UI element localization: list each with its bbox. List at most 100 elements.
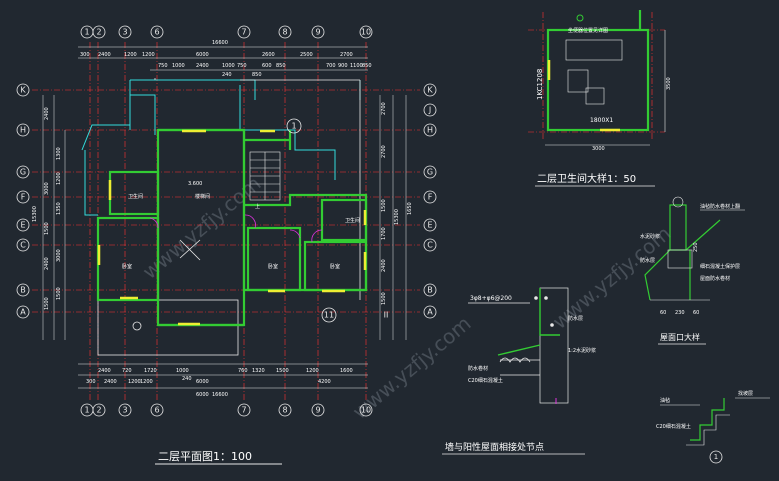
dim-text: 1100	[350, 63, 363, 69]
axis-label: 9	[315, 406, 320, 415]
axis-label: E	[427, 221, 432, 230]
dim-text: 1350	[56, 202, 62, 215]
dim-text: 2400	[381, 259, 387, 272]
section-mark: 11	[324, 311, 334, 320]
dim-text: 2400	[104, 379, 117, 385]
axis-label: 6	[154, 406, 159, 415]
axis-label: E	[20, 221, 25, 230]
eave-note: 油毡防水卷材上翻	[700, 203, 740, 210]
dim-text: 240	[222, 72, 232, 78]
bath-title: 二层卫生间大样1：50	[537, 172, 636, 185]
dim-text: 3000	[592, 146, 605, 152]
axis-label: F	[428, 193, 433, 202]
dim-text: 2700	[340, 52, 353, 58]
axis-label: F	[21, 193, 26, 202]
dim-text: 3000	[44, 182, 50, 195]
dim-text: 1300	[56, 147, 62, 160]
dim-text: 6000	[196, 392, 209, 398]
room-label: 楼梯间	[195, 193, 210, 200]
dim-text: 2400	[44, 107, 50, 120]
axis-label: 7	[241, 406, 246, 415]
wall-roof-detail: 3φ8+φ6@200 1:2水泥砂浆 防水层 防水卷材 C20细石混凝土 墙与阳…	[442, 287, 596, 455]
eave-detail: 油毡防水卷材上翻 水泥砂浆 防水层 细石混凝土保护层 屋面防水卷材 60 230…	[640, 196, 745, 345]
dim-text: 2700	[381, 145, 387, 158]
axis-label: 1	[84, 28, 89, 37]
bath-label: 1800X1	[590, 117, 613, 124]
axis-bubbles-right	[423, 83, 437, 319]
dim-text: 900	[338, 63, 348, 69]
windows	[97, 129, 367, 326]
dim-text: 1500	[44, 222, 50, 235]
axis-label: 10	[361, 28, 371, 37]
dim-text: 250	[693, 242, 699, 252]
dim-text: 850	[252, 72, 262, 78]
dim-text: 3500	[666, 77, 672, 90]
dim-text: 1500	[44, 297, 50, 310]
dim-text: 1700	[381, 227, 387, 240]
stair	[249, 151, 281, 201]
dim-text: 15300	[394, 209, 400, 225]
dim-text: 1500	[381, 199, 387, 212]
axis-label: 8	[282, 406, 287, 415]
axis-label: 8	[282, 28, 287, 37]
room-label: 卫生间	[345, 217, 360, 224]
wall-roof-note: 防水卷材	[468, 365, 488, 372]
floor-plan: 卫生间 卧室 卧室 卧室 卫生间 上 3.600 楼梯间 1 11 II	[16, 25, 437, 465]
balcony-lines	[97, 78, 361, 356]
stair-note: 找坡层	[738, 390, 753, 397]
axis-label: A	[427, 308, 433, 317]
dim-text: 850	[276, 63, 286, 69]
eave-note: 防水层	[640, 257, 655, 264]
dim-text: 1600	[340, 368, 353, 374]
stair-note: C20细石混凝土	[656, 423, 691, 430]
dim-text: 4200	[318, 379, 331, 385]
dim-text: 6000	[196, 379, 209, 385]
stair-note: 油毡	[660, 397, 670, 404]
axis-label: 3	[122, 28, 127, 37]
axis-label: A	[20, 308, 26, 317]
dim-text: 2400	[196, 63, 209, 69]
dim-text: 1650	[407, 202, 413, 215]
bathroom-detail: 坐便器位置见详图 3000 3500 1KC1208 1800X1 二层卫生间大…	[528, 10, 672, 187]
room-label: 卧室	[268, 263, 278, 270]
room-label: 卧室	[122, 263, 132, 270]
axis-label: 9	[315, 28, 320, 37]
room-label: 上	[255, 203, 260, 210]
dim-text: 1200	[142, 52, 155, 58]
dimension-lines	[42, 46, 407, 389]
wall-roof-note: C20细石混凝土	[468, 377, 503, 384]
detail-mark: 1	[714, 453, 718, 461]
axis-label: C	[20, 241, 26, 250]
dim-text: 1200	[128, 379, 141, 385]
axis-label: 10	[361, 406, 371, 415]
dim-text: 2500	[300, 52, 313, 58]
dim-text: 720	[122, 368, 132, 374]
axis-label: H	[20, 126, 26, 135]
dim-text: 1000	[172, 63, 185, 69]
level-mark: 3.600	[188, 181, 202, 187]
dim-text: 1200	[124, 52, 137, 58]
dim-text: 2400	[44, 257, 50, 270]
dim-text: 1500	[56, 287, 62, 300]
bath-note: 坐便器位置见详图	[568, 27, 608, 34]
dim-text: 600	[262, 63, 272, 69]
walls	[96, 128, 368, 327]
axis-label: G	[20, 168, 26, 177]
dim-text: 3000	[56, 249, 62, 262]
axis-label: K	[427, 86, 433, 95]
dim-text: 750	[237, 63, 247, 69]
dim-text: 2400	[98, 52, 111, 58]
dim-text: 16600	[212, 392, 228, 398]
dim-text: 750	[158, 63, 168, 69]
eave-note: 屋面防水卷材	[700, 275, 730, 282]
dim-text: 1200	[306, 368, 319, 374]
axis-bubbles-bottom	[80, 403, 373, 417]
dim-text: 760	[238, 368, 248, 374]
dim-text: 300	[86, 379, 96, 385]
axis-label: G	[427, 168, 433, 177]
section-mark: 1	[291, 122, 296, 131]
dim-text: 1000	[222, 63, 235, 69]
axis-label: 6	[154, 28, 159, 37]
wall-roof-note: 防水层	[568, 315, 583, 322]
